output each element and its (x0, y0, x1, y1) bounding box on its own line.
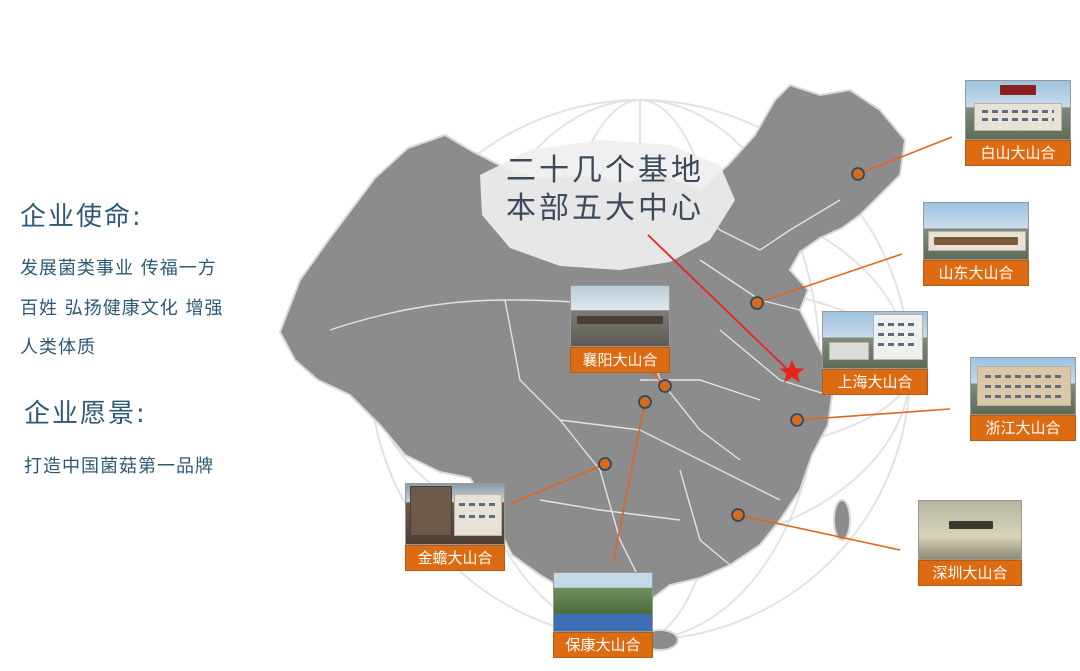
site-photo (965, 80, 1071, 140)
site-label: 金蟾大山合 (405, 545, 505, 571)
site-label: 保康大山合 (553, 632, 653, 658)
site-label: 浙江大山合 (970, 415, 1076, 441)
site-card-baokang: 保康大山合 (553, 572, 653, 658)
location-dot-icon (598, 457, 612, 471)
site-card-baishan: 白山大山合 (965, 80, 1071, 166)
vision-line: 打造中国菌菇第一品牌 (24, 456, 214, 477)
site-card-shanghai: 上海大山合 (822, 311, 928, 395)
location-dot-icon (638, 395, 652, 409)
mission-heading: 企业使命: (20, 202, 143, 232)
site-label: 山东大山合 (923, 260, 1029, 286)
site-photo (970, 357, 1076, 415)
center-title-line-1: 二十几个基地 (506, 153, 704, 188)
site-card-xiangyang: 襄阳大山合 (570, 285, 670, 373)
site-label: 襄阳大山合 (570, 347, 670, 373)
site-photo (822, 311, 928, 369)
plateau-highlight (480, 140, 735, 270)
site-label: 深圳大山合 (918, 560, 1022, 586)
site-card-shandong: 山东大山合 (923, 202, 1029, 286)
headquarters-pointer (647, 234, 789, 371)
taiwan-island (833, 499, 851, 541)
site-card-shenzhen: 深圳大山合 (918, 500, 1022, 586)
site-photo (553, 572, 653, 632)
mission-line-2: 百姓 弘扬健康文化 增强 (20, 298, 224, 319)
site-label: 上海大山合 (822, 369, 928, 395)
site-card-jinchan: 金蟾大山合 (405, 483, 505, 571)
mission-line-3: 人类体质 (20, 337, 96, 358)
location-dot-icon (750, 296, 764, 310)
location-dot-icon (851, 167, 865, 181)
location-dot-icon (731, 508, 745, 522)
location-dot-icon (790, 413, 804, 427)
site-card-zhejiang: 浙江大山合 (970, 357, 1076, 441)
mission-line-1: 发展菌类事业 传福一方 (20, 258, 217, 279)
site-photo (570, 285, 670, 347)
site-photo (918, 500, 1022, 560)
location-markers (598, 167, 865, 522)
site-label: 白山大山合 (965, 140, 1071, 166)
location-dot-icon (658, 379, 672, 393)
center-title-line-2: 本部五大中心 (506, 191, 704, 226)
site-photo (405, 483, 505, 545)
leader-lines (509, 136, 953, 564)
center-title: 二十几个基地 本部五大中心 (500, 152, 710, 228)
star-icon (779, 360, 805, 383)
site-photo (923, 202, 1029, 260)
vision-heading: 企业愿景: (24, 399, 147, 429)
